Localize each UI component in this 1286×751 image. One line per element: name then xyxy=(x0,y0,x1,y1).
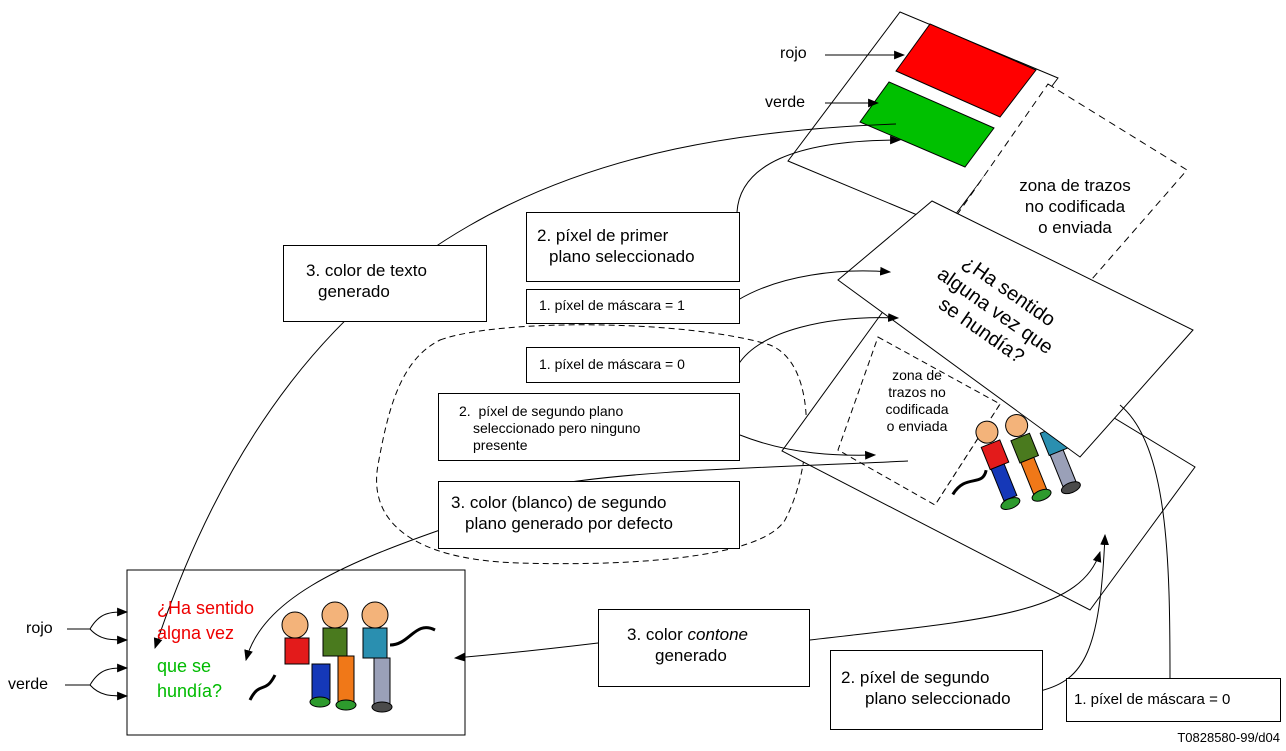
stroke-zone-small-text: zona de trazos no codificada o enviada xyxy=(885,367,949,434)
question-plane xyxy=(837,200,1194,458)
label-rojo-top: rojo xyxy=(780,45,807,62)
label-verde-output: verde xyxy=(8,676,49,693)
reference-code: T0828580-99/d04 xyxy=(1177,730,1280,745)
label-rojo-output: rojo xyxy=(26,620,53,637)
box-color-texto: 3. color de texto generado xyxy=(283,245,487,322)
red-rect-top xyxy=(895,23,1037,118)
box-pixel-primer-plano: 2. píxel de primer plano seleccionado xyxy=(526,212,740,282)
box-color-contone: 3. color contone generado xyxy=(598,609,810,687)
box-segundo-plano-ninguno: 2. píxel de segundo plano seleccionado p… xyxy=(438,393,740,461)
box-blanco-defecto: 3. color (blanco) de segundo plano gener… xyxy=(438,481,740,549)
green-rect-top xyxy=(859,81,995,168)
connectors xyxy=(65,123,1171,701)
box-pixel-segundo-plano: 2. píxel de segundo plano seleccionado xyxy=(830,650,1043,730)
box-mascara-1: 1. píxel de máscara = 1 xyxy=(526,289,740,324)
output-text-green: que se hundía? xyxy=(157,656,223,701)
box-mascara-0-b: 1. píxel de máscara = 0 xyxy=(1066,678,1281,722)
label-verde-top: verde xyxy=(765,94,806,111)
stroke-zone-top-text: zona de trazos no codificada o enviada xyxy=(1019,176,1131,237)
stroke-zone-small xyxy=(837,336,1001,506)
output-text-red: ¿Ha sentido algna vez xyxy=(157,598,255,643)
box-mascara-0-a: 1. píxel de máscara = 0 xyxy=(526,347,740,383)
cartoon-figures-output xyxy=(248,601,436,713)
